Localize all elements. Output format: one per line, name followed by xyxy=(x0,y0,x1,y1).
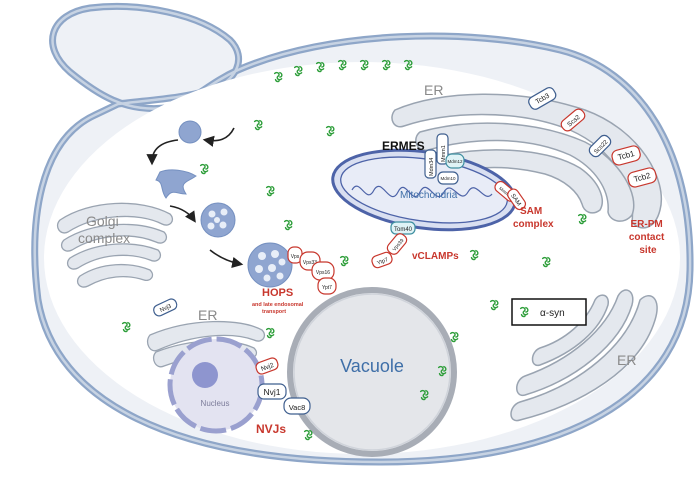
nucleus xyxy=(167,336,265,434)
svg-text:Tcb1: Tcb1 xyxy=(617,149,636,162)
er-pm-proteins: Tcb3 Scs2 Scs22 Tcb1 Tcb2 xyxy=(528,87,657,188)
svg-text:Ytp7: Ytp7 xyxy=(376,257,389,267)
hops-label: HOPS xyxy=(262,287,293,299)
endosome xyxy=(155,169,197,199)
vacuole xyxy=(287,287,457,457)
golgi-complex xyxy=(56,202,174,288)
svg-text:Tom40: Tom40 xyxy=(394,227,413,233)
arrow-3 xyxy=(169,205,196,223)
svg-text:Tcb2: Tcb2 xyxy=(633,171,652,184)
svg-text:Ypt7: Ypt7 xyxy=(322,285,332,291)
nvj-proteins: Nvj3 Nvj2 Nvj1 Vac8 xyxy=(153,298,311,415)
legend-label: α-syn xyxy=(540,308,565,319)
er-label-top: ER xyxy=(424,82,443,98)
svg-text:Nvj1: Nvj1 xyxy=(263,387,280,397)
svg-text:Vps16: Vps16 xyxy=(316,270,330,276)
svg-text:Mmm1: Mmm1 xyxy=(441,145,447,162)
vclamps-label: vCLAMPs xyxy=(412,251,459,262)
vesicle xyxy=(178,120,202,144)
ermes-label: ERMES xyxy=(382,139,425,153)
nucleus-label: Nucleus xyxy=(201,399,230,408)
mitochondria-label: Mitochondria xyxy=(400,190,458,201)
er-label-right: ER xyxy=(617,352,636,368)
arrow-1 xyxy=(202,127,235,147)
vclamp-proteins: Tom40 Vps39 Ytp7 xyxy=(371,221,416,269)
svg-text:Nvj2: Nvj2 xyxy=(260,362,275,373)
er-bottom-right xyxy=(510,289,658,422)
ermes-proteins: Mdm34 Mmm1 Mdm12 Mdm10 xyxy=(424,133,465,185)
er-label-left: ER xyxy=(198,307,217,323)
golgi-label: Golgi complex xyxy=(78,213,130,246)
svg-text:Mdm10: Mdm10 xyxy=(440,176,456,181)
vacuole-label: Vacuole xyxy=(340,356,404,376)
nvjs-label: NVJs xyxy=(256,422,286,436)
arrow-2 xyxy=(146,139,179,166)
multivesicular-body xyxy=(200,202,236,238)
late-endosome xyxy=(247,242,293,288)
svg-text:Vps: Vps xyxy=(291,254,300,260)
sam-label: SAM complex xyxy=(513,206,554,230)
svg-text:Nvj3: Nvj3 xyxy=(159,303,173,314)
svg-text:Mdm34: Mdm34 xyxy=(429,158,435,176)
arrow-4 xyxy=(209,249,244,268)
svg-text:Vps33: Vps33 xyxy=(303,260,317,266)
er-pm-label: ER-PM contact site xyxy=(629,219,667,256)
hops-sublabel: and late endosomal transport xyxy=(252,302,305,315)
svg-text:Mdm12: Mdm12 xyxy=(447,159,463,164)
legend: α-syn xyxy=(511,298,587,326)
sam-proteins: Mmm2 SAM xyxy=(494,180,527,211)
hops-complex: Vps Vps33 Vps16 Ypt7 xyxy=(287,246,337,295)
mitochondria xyxy=(331,148,517,232)
svg-text:Vac8: Vac8 xyxy=(289,403,306,412)
